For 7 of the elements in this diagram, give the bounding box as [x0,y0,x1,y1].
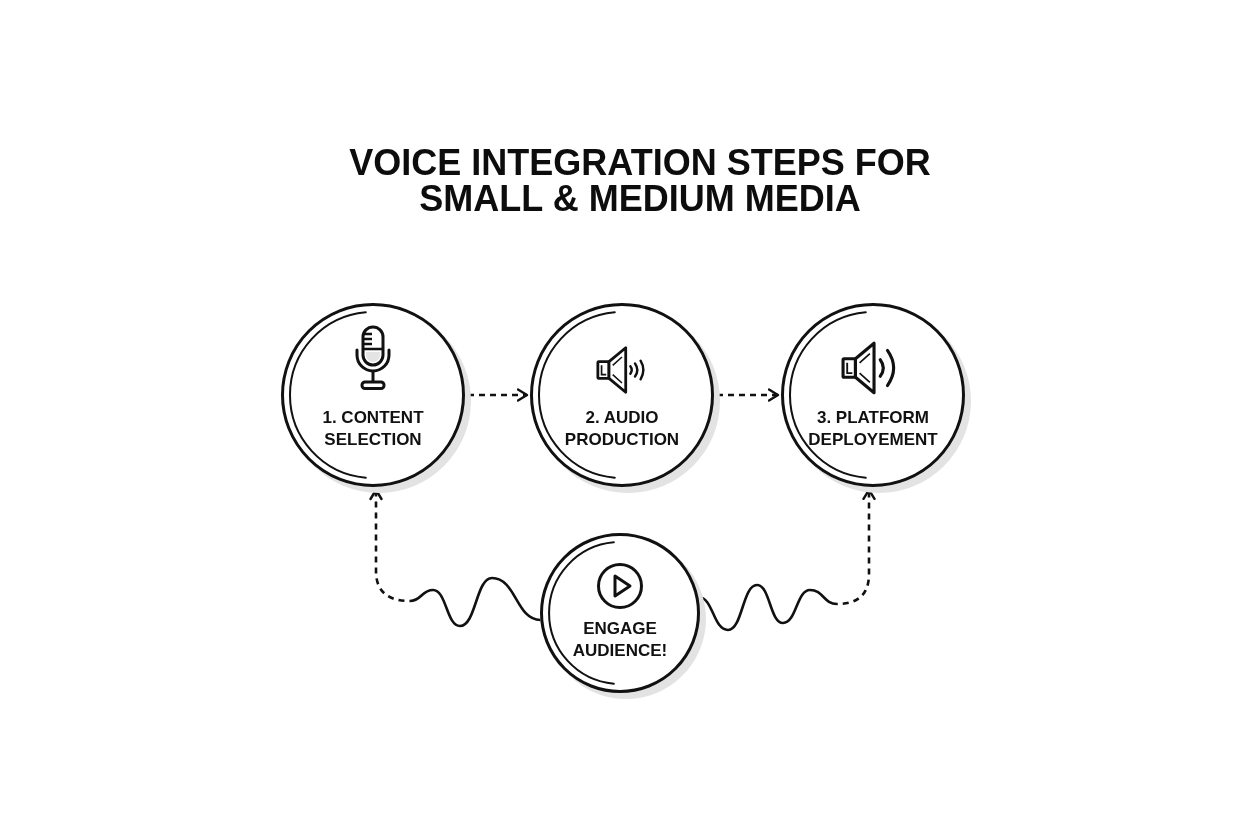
step-label: 2. AUDIO PRODUCTION [563,407,681,451]
step-label: 3. PLATFORM DEPLOYEMENT [807,407,939,451]
step-label: ENGAGE AUDIENCE! [571,618,669,662]
dashed-arrow [468,388,529,402]
step-label: 1. CONTENT SELECTION [321,407,425,451]
dashed-arrow [717,388,780,402]
diagram-title: VOICE INTEGRATION STEPS FOR SMALL & MEDIUM MEDIA [348,145,932,217]
